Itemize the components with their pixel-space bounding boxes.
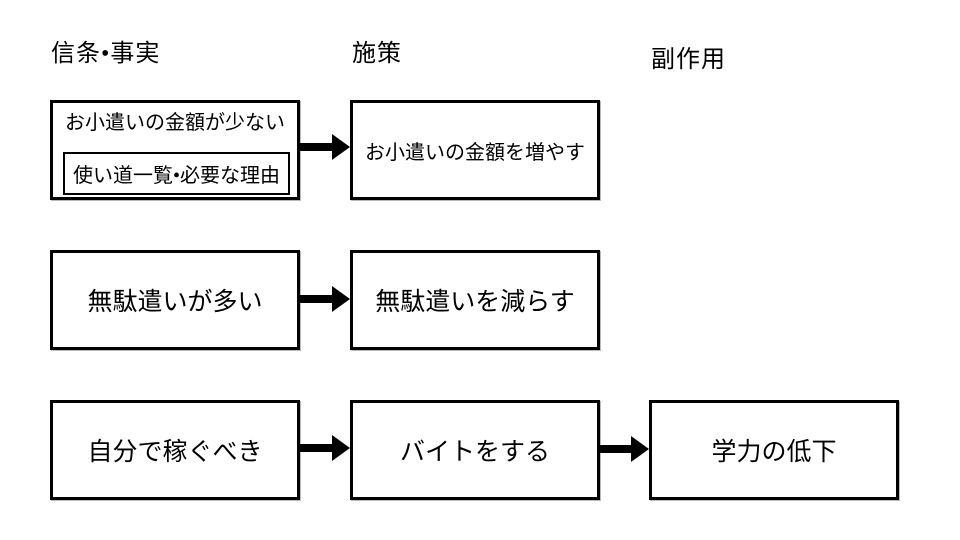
arrow-icon bbox=[599, 436, 649, 462]
belief-box-earn-by-self: 自分で稼ぐべき bbox=[50, 400, 300, 500]
measure-box-part-time-job: バイトをする bbox=[350, 400, 600, 500]
column-header-measures: 施策 bbox=[352, 41, 402, 67]
side-effect-label: 学力の低下 bbox=[711, 439, 837, 466]
belief-box-too-much-waste: 無駄遣いが多い bbox=[50, 250, 300, 350]
measure-label: 無駄遣いを減らす bbox=[375, 289, 575, 316]
measure-label: バイトをする bbox=[399, 439, 550, 466]
belief-detail-box: 使い道一覧•必要な理由 bbox=[63, 152, 290, 195]
measure-label: お小遣いの金額を増やす bbox=[365, 141, 585, 164]
measure-box-reduce-waste: 無駄遣いを減らす bbox=[350, 250, 600, 350]
column-header-beliefs: 信条•事実 bbox=[51, 41, 161, 67]
arrow-icon bbox=[300, 134, 350, 160]
measure-box-increase-allowance: お小遣いの金額を増やす bbox=[350, 100, 600, 200]
belief-label: 無駄遣いが多い bbox=[87, 289, 263, 316]
arrow-icon bbox=[300, 435, 350, 461]
belief-label: 自分で稼ぐべき bbox=[87, 439, 263, 466]
belief-title: お小遣いの金額が少ない bbox=[65, 112, 285, 134]
arrow-icon bbox=[300, 286, 350, 312]
belief-box-allowance-too-small: お小遣いの金額が少ない 使い道一覧•必要な理由 bbox=[50, 100, 300, 200]
column-header-side-effects: 副作用 bbox=[651, 47, 726, 73]
side-effect-box-academic-decline: 学力の低下 bbox=[649, 400, 899, 500]
belief-detail-label: 使い道一覧•必要な理由 bbox=[72, 165, 280, 187]
